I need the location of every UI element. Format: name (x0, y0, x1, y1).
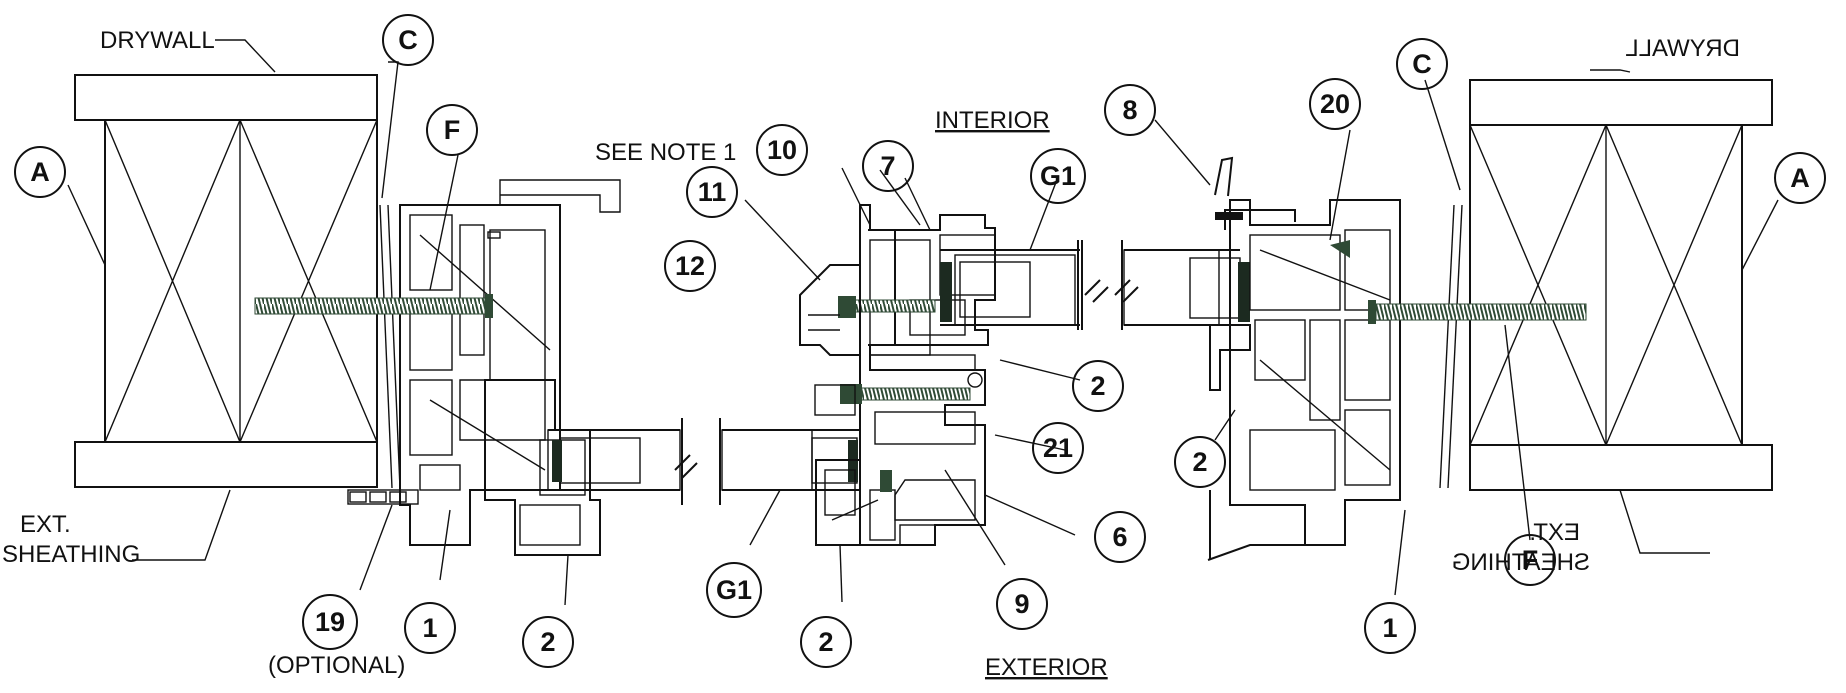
left-sheathing (74, 441, 378, 488)
svg-text:8: 8 (1122, 95, 1137, 125)
callout-f-right: F (1504, 534, 1556, 586)
callout-8: 8 (1104, 84, 1156, 136)
label-interior: INTERIOR (935, 107, 1050, 134)
left-stud (104, 119, 378, 443)
svg-text:A: A (30, 157, 50, 187)
right-frame-profile (1207, 156, 1401, 561)
svg-text:1: 1 (422, 613, 437, 643)
callout-7: 7 (862, 140, 914, 192)
left-drywall (74, 74, 378, 121)
callout-21: 21 (1032, 422, 1084, 474)
right-sheathing (1469, 444, 1773, 491)
callout-12: 12 (664, 240, 716, 292)
label-see-note: SEE NOTE 1 (595, 139, 736, 166)
svg-text:19: 19 (315, 607, 345, 637)
callout-2-bottom-mid: 2 (800, 616, 852, 668)
svg-text:7: 7 (880, 151, 895, 181)
callout-11: 11 (686, 166, 738, 218)
text-labels: DRYWALL EXT. SHEATHING SEE NOTE 1 INTERI… (2, 27, 1740, 681)
svg-text:2: 2 (1192, 447, 1207, 477)
left-shim-edge (387, 204, 401, 489)
svg-text:C: C (398, 25, 418, 55)
label-drywall-right: DRYWALL (1625, 35, 1740, 62)
callout-2-left: 2 (522, 616, 574, 668)
callout-c-left: C (382, 14, 434, 66)
svg-text:20: 20 (1320, 89, 1350, 119)
right-shim (1439, 204, 1455, 489)
leader-lines (67, 39, 1779, 606)
left-stud-cross (104, 119, 378, 443)
svg-text:2: 2 (540, 627, 555, 657)
svg-text:2: 2 (818, 627, 833, 657)
left-wall-assembly (74, 74, 401, 489)
callout-g1-bottom: G1 (706, 562, 762, 618)
left-shim (379, 204, 393, 489)
callout-a-left: A (14, 146, 66, 198)
right-drywall (1469, 79, 1773, 126)
svg-text:F: F (1522, 545, 1539, 575)
callout-9: 9 (996, 578, 1048, 630)
svg-text:10: 10 (767, 135, 797, 165)
svg-text:A: A (1790, 163, 1810, 193)
right-shim-edge (1447, 204, 1463, 489)
svg-text:11: 11 (698, 177, 727, 207)
left-frame-profile (347, 179, 621, 556)
label-drywall-left: DRYWALL (100, 27, 215, 54)
label-ext-left: EXT. (20, 511, 71, 538)
center-right-glass (1077, 240, 1250, 330)
callout-bubbles: C A F 10 11 7 G1 12 2 21 6 9 2 G1 2 1 19… (14, 14, 1826, 668)
left-glass-unit (547, 418, 698, 505)
svg-text:21: 21 (1043, 433, 1073, 463)
callout-g1-top: G1 (1030, 148, 1086, 204)
svg-text:C: C (1412, 49, 1432, 79)
svg-text:6: 6 (1112, 522, 1127, 552)
label-exterior: EXTERIOR (985, 654, 1108, 681)
callout-19: 19 (302, 594, 358, 650)
callout-c-right: C (1396, 38, 1448, 90)
svg-text:2: 2 (1090, 371, 1105, 401)
svg-text:12: 12 (675, 251, 705, 281)
callout-a-right: A (1774, 152, 1826, 204)
label-sheathing-left: SHEATHING (2, 541, 140, 568)
callout-2-mid: 2 (1072, 360, 1124, 412)
label-sheathing-right: SHEATHING (1452, 549, 1590, 576)
callout-10: 10 (756, 124, 808, 176)
right-screw (1368, 300, 1587, 324)
svg-text:1: 1 (1382, 613, 1397, 643)
svg-text:G1: G1 (716, 575, 752, 605)
svg-text:G1: G1 (1040, 161, 1076, 191)
left-screw (254, 294, 493, 318)
label-ext-right: EXT. (1529, 519, 1580, 546)
callout-20: 20 (1309, 78, 1361, 130)
svg-text:9: 9 (1014, 589, 1029, 619)
callout-1-right: 1 (1364, 602, 1416, 654)
right-wall-assembly (1439, 79, 1773, 491)
label-optional: (OPTIONAL) (268, 652, 405, 679)
callout-f-left: F (426, 104, 478, 156)
callout-1-left: 1 (404, 602, 456, 654)
left-sash-sill (347, 489, 419, 505)
center-mullion (719, 204, 1083, 546)
svg-text:F: F (444, 115, 461, 145)
callout-6: 6 (1094, 511, 1146, 563)
callout-2-right: 2 (1174, 436, 1226, 488)
